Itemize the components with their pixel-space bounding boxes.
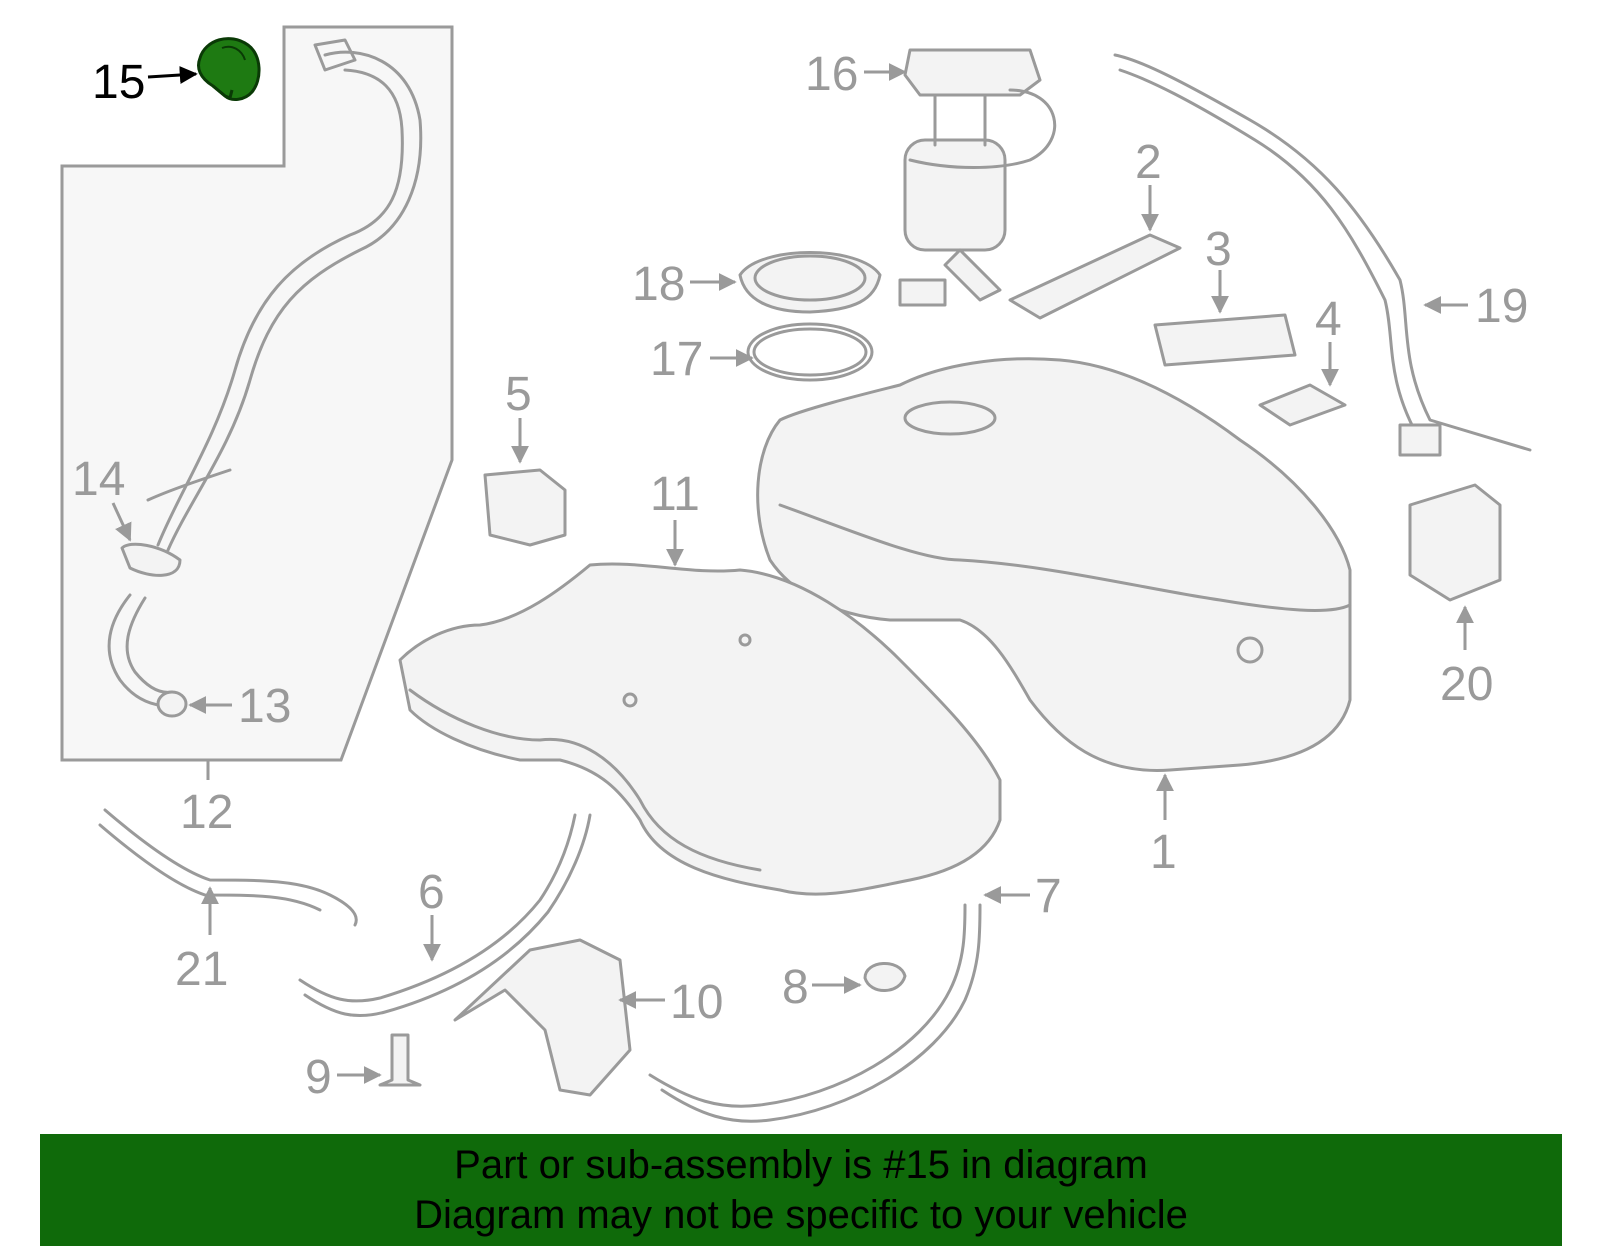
part-13: [107, 593, 177, 708]
callout-19: 19: [1475, 280, 1528, 333]
callout-21: 21: [175, 943, 228, 996]
part-10-bracket: [453, 938, 632, 1097]
callout-2: 2: [1135, 136, 1162, 189]
banner-line-2: Diagram may not be specific to your vehi…: [414, 1193, 1188, 1237]
part-21-hose: [103, 808, 358, 927]
callout-20: 20: [1440, 658, 1493, 711]
callout-3: 3: [1205, 223, 1232, 276]
callout-17: 17: [650, 333, 703, 386]
part-18-lock-ring: [738, 251, 882, 314]
callout-18: 18: [632, 258, 685, 311]
callout-6: 6: [418, 866, 445, 919]
part-8-plug: [863, 962, 907, 992]
callout-16: 16: [805, 48, 858, 101]
callout-arrows: [111, 63, 1474, 1084]
callout-8: 8: [782, 961, 809, 1014]
filler-assembly-box: [60, 25, 454, 762]
callout-15: 15: [92, 56, 145, 109]
part-6-strap: [298, 813, 577, 1003]
part-11-shield: [398, 562, 1002, 896]
part-14: [120, 542, 182, 577]
info-banner: Part or sub-assembly is #15 in diagram D…: [40, 1134, 1562, 1246]
part-5-bracket: [483, 468, 567, 547]
part-9-bolt: [378, 1033, 422, 1087]
banner-line-1: Part or sub-assembly is #15 in diagram: [454, 1143, 1148, 1187]
callout-10: 10: [670, 976, 723, 1029]
callout-5: 5: [505, 368, 532, 421]
callout-4: 4: [1315, 293, 1342, 346]
part-20-module: [1408, 483, 1502, 602]
callout-13: 13: [238, 680, 291, 733]
callout-11: 11: [650, 468, 700, 521]
callout-7: 7: [1035, 870, 1062, 923]
part-4-pad: [1258, 383, 1347, 427]
part-16-fuel-pump: [898, 48, 1057, 307]
part-15-fuel-cap: [197, 37, 261, 101]
callout-14: 14: [72, 453, 125, 506]
part-19-line: [1113, 53, 1532, 452]
filler-neck-pipe: [166, 50, 423, 552]
part-3-pad: [1153, 313, 1297, 367]
callout-1: 1: [1150, 826, 1177, 879]
part-2-pad: [1008, 233, 1182, 320]
callout-labels: 15 16 2 3 4 18 17 5 14 11 19 13 20 12 1 …: [72, 48, 1528, 1104]
callout-9: 9: [305, 1051, 332, 1104]
callout-12: 12: [180, 786, 233, 839]
callout-arrow-15: [147, 66, 198, 84]
part-17-seal: [746, 322, 874, 382]
part-7-strap: [648, 903, 967, 1108]
